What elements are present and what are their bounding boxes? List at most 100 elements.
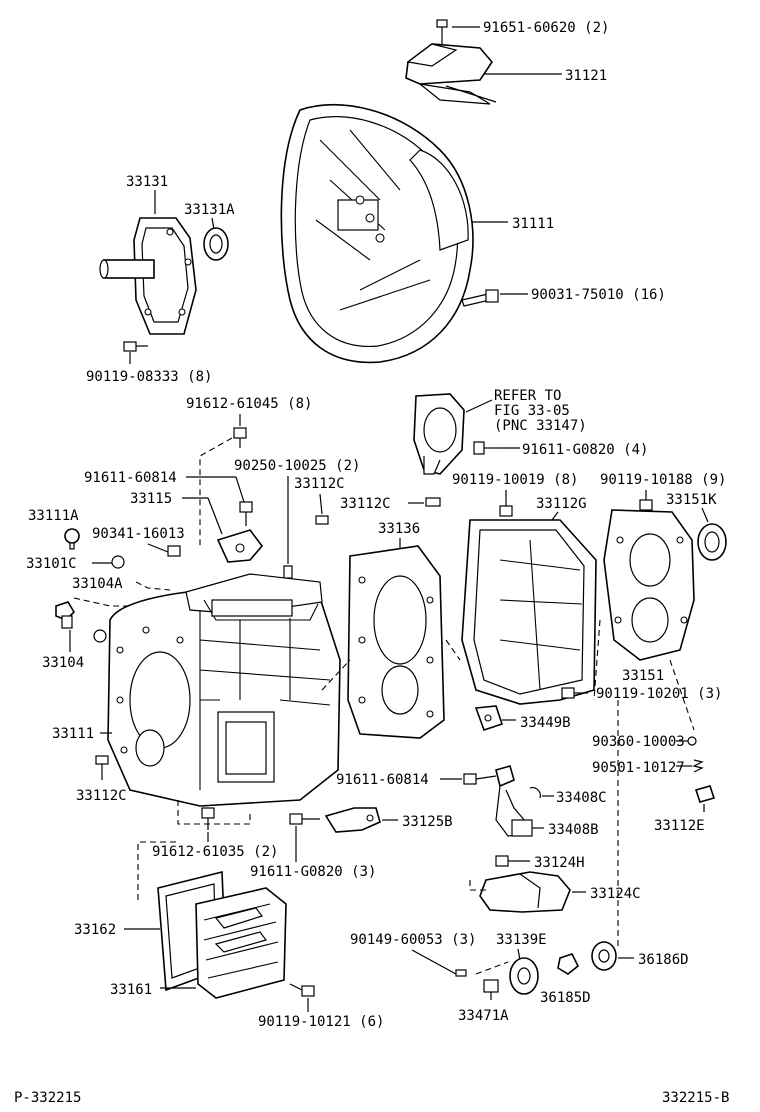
label-90119-10188: 90119-10188 (9) bbox=[600, 472, 726, 488]
ball-90360-10003 bbox=[687, 736, 697, 746]
plug-33104 bbox=[55, 601, 76, 629]
gasket-33101C bbox=[111, 555, 125, 569]
bolt-91612-61045 bbox=[233, 427, 247, 448]
o-ring-33408C bbox=[529, 787, 541, 799]
label-91612-61045: 91612-61045 (8) bbox=[186, 396, 312, 412]
label-90031-75010: 90031-75010 (16) bbox=[531, 287, 666, 303]
gear-33139E bbox=[509, 957, 539, 995]
label-90149-60053: 90149-60053 (3) bbox=[350, 932, 476, 948]
bolt-91651-60620 bbox=[436, 19, 448, 44]
gasket-33104A bbox=[93, 629, 107, 643]
bolt-33471A bbox=[483, 979, 499, 1000]
label-90119-08333: 90119-08333 (8) bbox=[86, 369, 212, 385]
plug-33112E bbox=[694, 785, 716, 803]
bolt-90119-10201 bbox=[561, 687, 588, 699]
label-90341-16013: 90341-16013 bbox=[92, 526, 185, 542]
protector-33124C bbox=[479, 871, 571, 913]
label-33449B: 33449B bbox=[520, 715, 571, 731]
spring-90501-10127 bbox=[692, 759, 704, 773]
bolt-90119-10019 bbox=[499, 490, 513, 517]
label-33112C-c: 33112C bbox=[76, 788, 127, 804]
gasket-refer-33147 bbox=[413, 393, 465, 475]
label-33162: 33162 bbox=[74, 922, 116, 938]
refer-text-3: (PNC 33147) bbox=[494, 418, 587, 434]
bearing-retainer-33131 bbox=[99, 217, 197, 335]
pin-33112C-b bbox=[425, 497, 441, 507]
cover-33161 bbox=[195, 887, 287, 999]
breather-33111A bbox=[64, 528, 80, 550]
bracket-33449B bbox=[474, 705, 504, 732]
plug-90341-16013 bbox=[167, 545, 181, 557]
label-33139E: 33139E bbox=[496, 932, 547, 948]
bracket-33125B bbox=[324, 807, 381, 833]
label-33115: 33115 bbox=[130, 491, 172, 507]
label-33124C: 33124C bbox=[590, 886, 641, 902]
label-90119-10019: 90119-10019 (8) bbox=[452, 472, 578, 488]
label-33104: 33104 bbox=[42, 655, 84, 671]
label-90119-10201: 90119-10201 (3) bbox=[596, 686, 722, 702]
label-33112C-b: 33112C bbox=[340, 496, 391, 512]
label-31111: 31111 bbox=[512, 216, 554, 232]
label-31121: 31121 bbox=[565, 68, 607, 84]
label-33471A: 33471A bbox=[458, 1008, 509, 1024]
label-33131A: 33131A bbox=[184, 202, 235, 218]
protector-31121 bbox=[405, 43, 497, 105]
pin-33112C-c bbox=[95, 755, 109, 765]
clutch-housing-31111 bbox=[280, 103, 474, 364]
refer-text-1: REFER TO bbox=[494, 388, 561, 404]
shift-lever-retainer-33115 bbox=[216, 529, 264, 563]
label-33111: 33111 bbox=[52, 726, 94, 742]
label-33125B: 33125B bbox=[402, 814, 453, 830]
label-90360-10003: 90360-10003 bbox=[592, 734, 685, 750]
retainer-33151 bbox=[603, 509, 695, 661]
bolt-33124H bbox=[495, 855, 530, 867]
transmission-case-33111 bbox=[107, 573, 341, 807]
label-33151K: 33151K bbox=[666, 492, 717, 508]
refer-text-2: FIG 33-05 bbox=[494, 403, 570, 419]
pin-90250-10025 bbox=[283, 565, 293, 579]
label-33161: 33161 bbox=[110, 982, 152, 998]
label-91612-61035: 91612-61035 (2) bbox=[152, 844, 278, 860]
bolt-90119-10188 bbox=[639, 490, 653, 511]
bolt-91611-G0820-4 bbox=[473, 441, 498, 455]
speedometer-driven-gear-33408B bbox=[495, 765, 533, 837]
label-33112C-a: 33112C bbox=[294, 476, 345, 492]
footer-right-code: 332215-B bbox=[662, 1090, 729, 1106]
bolt-91611-60814-a bbox=[239, 501, 253, 526]
bolt-91611-60814-b bbox=[463, 773, 497, 785]
label-33408C: 33408C bbox=[556, 790, 607, 806]
label-90119-10121: 90119-10121 (6) bbox=[258, 1014, 384, 1030]
label-36186D: 36186D bbox=[638, 952, 689, 968]
screw-90149-60053 bbox=[455, 969, 467, 977]
label-33104A: 33104A bbox=[72, 576, 123, 592]
bolt-91611-G0820-3 bbox=[289, 813, 320, 825]
label-33131: 33131 bbox=[126, 174, 168, 190]
label-91611-G0820-3: 91611-G0820 (3) bbox=[250, 864, 376, 880]
label-91611-60814-b: 91611-60814 bbox=[336, 772, 429, 788]
label-91611-G0820-4: 91611-G0820 (4) bbox=[522, 442, 648, 458]
nut-36185D bbox=[557, 953, 580, 975]
label-91611-60814-a: 91611-60814 bbox=[84, 470, 177, 486]
bolt-90119-10121 bbox=[289, 983, 315, 997]
label-33408B: 33408B bbox=[548, 822, 599, 838]
label-33136: 33136 bbox=[378, 521, 420, 537]
label-90501-10127: 90501-10127 bbox=[592, 760, 685, 776]
bolt-90031-75010 bbox=[461, 289, 499, 307]
label-33151: 33151 bbox=[622, 668, 664, 684]
oil-seal-33151K bbox=[697, 523, 727, 561]
label-33124H: 33124H bbox=[534, 855, 585, 871]
label-36185D: 36185D bbox=[540, 990, 591, 1006]
footer-left-code: P-332215 bbox=[14, 1090, 81, 1106]
label-33111A: 33111A bbox=[28, 508, 79, 524]
bolt-91612-61035 bbox=[201, 807, 215, 830]
label-33112E: 33112E bbox=[654, 818, 705, 834]
label-33101C: 33101C bbox=[26, 556, 77, 572]
oil-seal-33131A bbox=[203, 227, 229, 261]
label-90250-10025: 90250-10025 (2) bbox=[234, 458, 360, 474]
label-33112G: 33112G bbox=[536, 496, 587, 512]
label-91651-60620: 91651-60620 (2) bbox=[483, 20, 609, 36]
oil-seal-36186D bbox=[591, 941, 617, 971]
pin-33112C-a bbox=[315, 515, 329, 525]
bolt-90119-08333 bbox=[123, 341, 148, 352]
